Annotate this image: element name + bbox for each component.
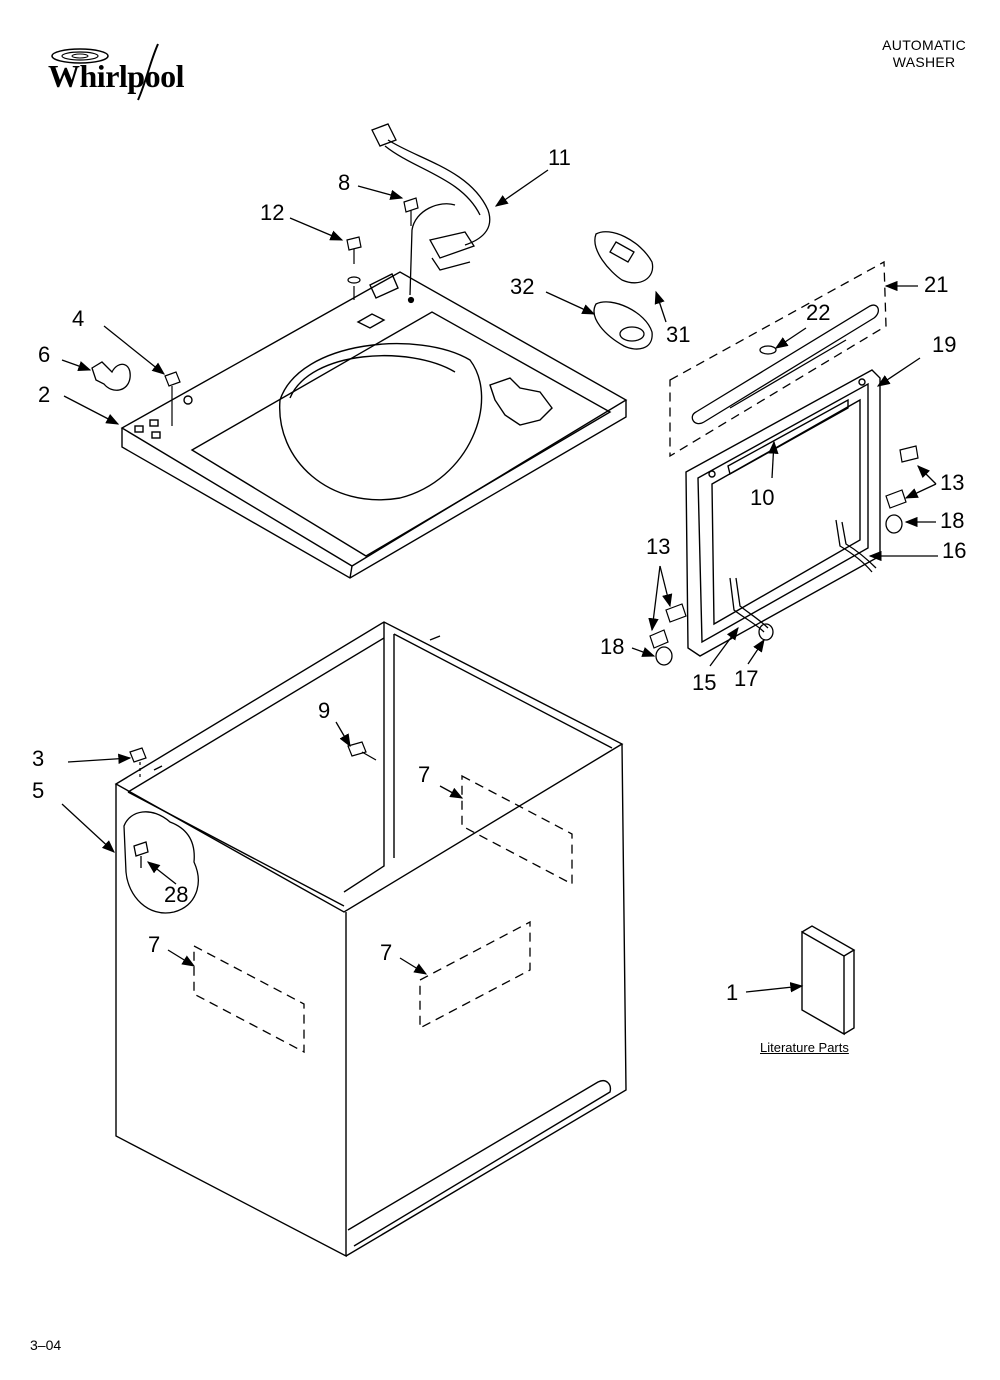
callout-19: 19 [932, 332, 956, 357]
callout-18-right: 18 [940, 508, 964, 533]
softener-cup-part-32 [593, 301, 653, 350]
callout-11: 11 [548, 145, 571, 170]
callout-13-left: 13 [646, 534, 670, 559]
leader-arrows [61, 169, 938, 993]
cabinet-part-5 [114, 621, 627, 1258]
decal-outlines-part-7 [193, 774, 573, 1054]
lid-assembly-boundary [669, 260, 887, 458]
callout-13-right: 13 [940, 470, 964, 495]
product-type-heading: AUTOMATIC WASHER [882, 37, 966, 71]
lid-handle-part-22 [691, 304, 880, 425]
callout-12: 12 [260, 200, 284, 225]
callout-9: 9 [318, 698, 330, 723]
callout-31: 31 [666, 322, 690, 347]
heading-line-1: AUTOMATIC [882, 37, 966, 53]
callout-7-left: 7 [148, 932, 160, 957]
top-cover-part [120, 271, 628, 579]
clip-part-6 [91, 361, 131, 391]
hinge-rod-part-16 [835, 519, 877, 573]
callout-2: 2 [38, 382, 50, 407]
heading-line-2: WASHER [892, 54, 956, 70]
callout-21: 21 [924, 272, 948, 297]
bushings-part-18 [655, 514, 903, 666]
page-code: 3–04 [30, 1337, 62, 1353]
callout-22: 22 [806, 300, 830, 325]
callout-28: 28 [164, 882, 188, 907]
literature-parts-label: Literature Parts [760, 1040, 849, 1055]
callout-18-left: 18 [600, 634, 624, 659]
logo-wordmark: Whirlpool [48, 58, 184, 94]
bleach-cup-part-31 [594, 231, 654, 284]
callout-labels: 11 8 12 32 31 21 22 19 4 6 2 10 13 18 16… [32, 145, 966, 1005]
callout-32: 32 [510, 274, 534, 299]
callout-3: 3 [32, 746, 44, 771]
logo-swirl-icon [51, 43, 159, 101]
screw-part-8 [403, 197, 419, 304]
clip-part-3 [129, 747, 147, 780]
literature-book-part-1 [801, 925, 856, 1036]
cabinet-cutaway [123, 811, 199, 914]
hinge-part-4 [164, 371, 181, 426]
callout-10: 10 [750, 485, 774, 510]
lid-frame-part-19 [685, 369, 881, 657]
callout-6: 6 [38, 342, 50, 367]
lid-switch-harness-part [371, 123, 491, 296]
callout-1: 1 [726, 980, 738, 1005]
callout-4: 4 [72, 306, 84, 331]
screws-part-13 [649, 445, 919, 649]
callout-8: 8 [338, 170, 350, 195]
whirlpool-logo: Whirlpool [38, 42, 208, 102]
hinge-rod-part-15 [729, 577, 769, 633]
cap-part-17 [758, 623, 774, 641]
callout-17: 17 [734, 666, 758, 691]
callout-16: 16 [942, 538, 966, 563]
screw-part-12 [346, 236, 362, 300]
callout-7-back: 7 [418, 762, 430, 787]
callout-7-front: 7 [380, 940, 392, 965]
callout-5: 5 [32, 778, 44, 803]
screw-part-9 [347, 741, 377, 761]
callout-15: 15 [692, 670, 716, 695]
